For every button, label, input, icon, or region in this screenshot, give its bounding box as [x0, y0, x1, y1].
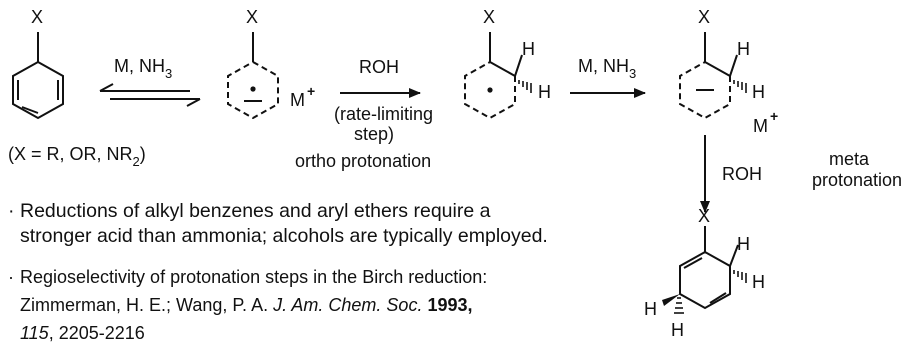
substituent-x-label: X [246, 7, 258, 27]
counterion-m-label: M [753, 116, 768, 136]
hydrogen-label: H [752, 82, 765, 102]
cyclohexadiene-product-structure [679, 226, 739, 310]
note-regioselectivity: · Regioselectivity of protonation steps … [6, 263, 656, 347]
bullet-glyph: · [8, 267, 14, 287]
hydrogen-label: H [522, 39, 535, 59]
substituent-x-label: X [483, 7, 495, 27]
hydrogen-label: H [538, 82, 551, 102]
radical-anion-structure [227, 32, 279, 120]
substituent-definition: (X = R, OR, NR2) [8, 144, 146, 169]
reagent-m-nh3-2: M, NH3 [578, 56, 636, 81]
hydrogen-label: H [737, 234, 750, 254]
reagent-roh-2: ROH [722, 164, 762, 184]
radical-dot [250, 86, 256, 92]
hashed-bond [733, 80, 747, 93]
radical-dot [487, 87, 493, 93]
reference-journal: J. Am. Chem. Soc. [273, 295, 423, 315]
ortho-protonation-label: ortho protonation [295, 151, 431, 171]
cyclohexadienyl-radical-structure [464, 32, 523, 120]
substituent-x-label: X [698, 206, 710, 226]
hashed-bond [518, 80, 532, 93]
meta-protonation-label-1: meta [829, 149, 870, 169]
meta-protonation-label-2: protonation [812, 170, 902, 190]
hashed-bond [674, 297, 684, 314]
note-text-line: Regioselectivity of protonation steps in… [20, 267, 488, 287]
reference-pages: , 2205-2216 [48, 323, 145, 343]
note-acid-requirement: · Reductions of alkyl benzenes and aryl … [6, 199, 656, 249]
substituent-x-label: X [31, 7, 43, 27]
bullet-glyph: · [8, 200, 15, 222]
reference-volume: 115 [20, 323, 49, 343]
notes-section: · Reductions of alkyl benzenes and aryl … [6, 199, 656, 357]
reference-citation: Zimmerman, H. E.; Wang, P. A. J. Am. Che… [20, 291, 656, 319]
note-text-line: Reductions of alkyl benzenes and aryl et… [20, 200, 491, 222]
rate-limiting-label-1: (rate-limiting [334, 104, 433, 124]
equilibrium-arrow [99, 83, 201, 107]
wedge-bond [662, 294, 680, 306]
hydrogen-label: H [644, 299, 657, 319]
counterion-m-label: M [290, 90, 305, 110]
hydrogen-label: H [671, 320, 684, 340]
counterion-charge: + [307, 83, 315, 99]
reference-pages-line: 115, 2205-2216 [20, 319, 656, 347]
counterion-charge: + [770, 108, 778, 124]
reagent-m-nh3-1: M, NH3 [114, 56, 172, 81]
reference-authors: Zimmerman, H. E.; Wang, P. A. [20, 295, 274, 315]
substituent-x-label: X [698, 7, 710, 27]
reagent-roh-1: ROH [359, 57, 399, 77]
hydrogen-label: H [752, 272, 765, 292]
note-text-line: stronger acid than ammonia; alcohols are… [20, 225, 548, 247]
reference-year: 1993, [422, 295, 473, 315]
cyclohexadienyl-anion-structure [679, 32, 738, 120]
hydrogen-label: H [737, 39, 750, 59]
rate-limiting-label-2: step) [354, 124, 394, 144]
hashed-bond [733, 270, 747, 283]
birch-reduction-scheme: X M, NH3 X M + ROH (rate-limiting step) … [8, 7, 902, 340]
arene-structure [12, 32, 64, 120]
